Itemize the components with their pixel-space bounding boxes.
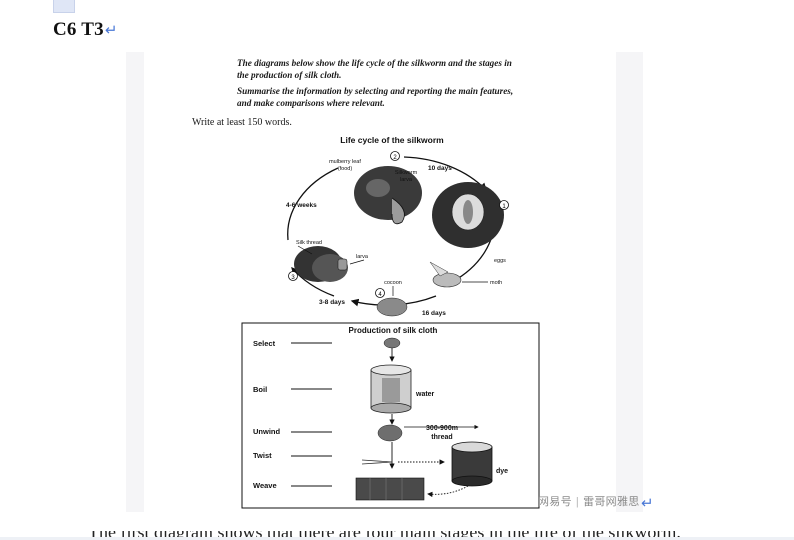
stage-number: 4 xyxy=(378,292,382,298)
moth-illustration xyxy=(429,261,462,288)
instruction-line: The diagrams below show the life cycle o… xyxy=(237,58,512,68)
silkworm-label: Silkworm xyxy=(395,170,418,176)
mulberry-food-label: (food) xyxy=(338,166,353,172)
larva-label: larva xyxy=(356,254,369,260)
cocoon-illustration xyxy=(376,297,408,317)
instruction-line: the production of silk cloth. xyxy=(237,70,342,80)
cocoon-label: cocoon xyxy=(384,280,402,286)
production-steps: Select Boil Unwind Twist Weave xyxy=(253,339,280,490)
production-panel xyxy=(241,322,540,509)
thread-length-label: 300-900m xyxy=(426,425,458,432)
paragraph-return-icon: ↵ xyxy=(641,496,654,512)
water-label: water xyxy=(415,391,435,398)
unwind-cocoon-illustration xyxy=(377,424,403,442)
step-label: Unwind xyxy=(253,427,280,436)
task-instructions: The diagrams below show the life cycle o… xyxy=(237,57,567,109)
eggs-label: eggs xyxy=(494,258,506,264)
sixteen-days-label: 16 days xyxy=(422,310,446,317)
watermark-brand: 网易号 xyxy=(538,496,572,508)
word-count-requirement: Write at least 150 words. xyxy=(192,117,292,128)
stage-number: 3 xyxy=(291,275,295,281)
step-label: Boil xyxy=(253,385,267,394)
page-corner-marker xyxy=(53,0,75,13)
paragraph-return-icon: ↵ xyxy=(104,23,118,39)
life-cycle-title: Life cycle of the silkworm xyxy=(340,135,444,145)
moth-on-leaf-illustration xyxy=(432,182,504,248)
boiling-pot-illustration xyxy=(370,364,412,414)
four-six-weeks-label: 4-6 weeks xyxy=(286,202,317,209)
instruction-line: and make comparisons where relevant. xyxy=(237,98,385,108)
twisted-thread-illustration xyxy=(361,459,445,465)
step-label: Weave xyxy=(253,481,277,490)
stage-number: 2 xyxy=(393,155,397,161)
watermark-author: 雷哥网雅思 xyxy=(583,496,640,508)
production-title: Production of silk cloth xyxy=(349,326,438,335)
stage-number: 1 xyxy=(502,204,506,210)
source-watermark: 网易号|雷哥网雅思 xyxy=(538,496,640,508)
dye-label: dye xyxy=(496,468,508,475)
silkworm-larva-illustration xyxy=(354,166,422,225)
three-eight-days-label: 3-8 days xyxy=(319,299,345,306)
woven-cloth-illustration xyxy=(355,477,425,501)
heading-title: C6 T3 xyxy=(53,19,104,40)
continuation-text: The first diagram shows that there are f… xyxy=(88,531,681,540)
instruction-line: Summarise the information by selecting a… xyxy=(237,86,514,96)
select-cocoon-illustration xyxy=(383,337,401,349)
silk-thread-label: Silk thread xyxy=(296,240,322,246)
moth-label: moth xyxy=(490,280,502,286)
continuation-text-line: The first diagram shows that there are f… xyxy=(0,531,794,540)
cocoon-on-leaf-illustration xyxy=(294,246,348,282)
stage-markers: 1 2 3 4 xyxy=(288,151,509,298)
dye-pot-illustration xyxy=(451,441,493,487)
document-heading: C6 T3↵ xyxy=(53,19,118,41)
thread-label: thread xyxy=(431,434,452,441)
mulberry-leaf-label: mulberry leaf xyxy=(329,159,361,165)
ten-days-label: 10 days xyxy=(428,165,452,172)
step-label: Select xyxy=(253,339,276,348)
larva-stage-label: larva xyxy=(400,177,413,183)
step-label: Twist xyxy=(253,451,272,460)
embedded-task-image xyxy=(126,52,643,512)
